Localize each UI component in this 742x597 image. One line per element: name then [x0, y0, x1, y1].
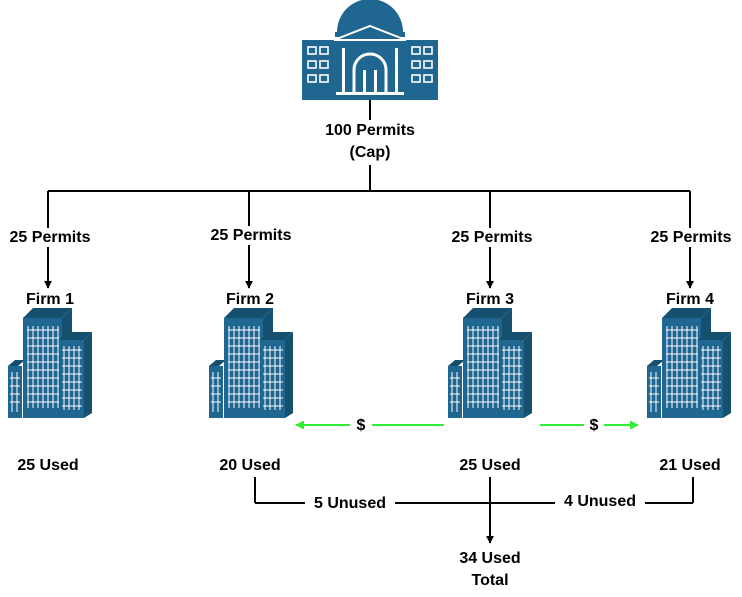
allocation-lines [44, 100, 694, 289]
firm-2-building-icon [208, 307, 294, 419]
total-label: Total [471, 572, 509, 589]
firm-4-name: Firm 4 [665, 291, 714, 308]
firm-1-used: 25 Used [17, 457, 79, 474]
firm-1-building-icon [7, 307, 93, 419]
firm-4-allocation-label: 25 Permits [640, 228, 742, 247]
total-used-label: 34 Used [459, 550, 521, 567]
firm-4-used: 21 Used [659, 457, 721, 474]
trade-right-dollar: $ [589, 417, 599, 434]
cap-permits-label: 100 Permits [325, 122, 415, 139]
firm-4-building-icon [646, 307, 732, 419]
firm-4-unused-label: 4 Unused [555, 492, 645, 511]
firm-3-name: Firm 3 [465, 291, 514, 308]
trade-left-dollar: $ [356, 417, 366, 434]
firm-2-used: 20 Used [219, 457, 281, 474]
firm-3-used: 25 Used [459, 457, 521, 474]
firm-1-name: Firm 1 [25, 291, 74, 308]
firm-1-allocation-label: 25 Permits [0, 228, 100, 247]
firm-2-unused-label: 5 Unused [305, 494, 395, 513]
firm-3-building-icon [447, 307, 533, 419]
capitol-building-icon [300, 0, 440, 102]
cap-label: (Cap) [349, 144, 391, 161]
firm-2-allocation-label: 25 Permits [199, 226, 303, 245]
firm-3-allocation-label: 25 Permits [440, 228, 544, 247]
firm-2-name: Firm 2 [225, 291, 274, 308]
